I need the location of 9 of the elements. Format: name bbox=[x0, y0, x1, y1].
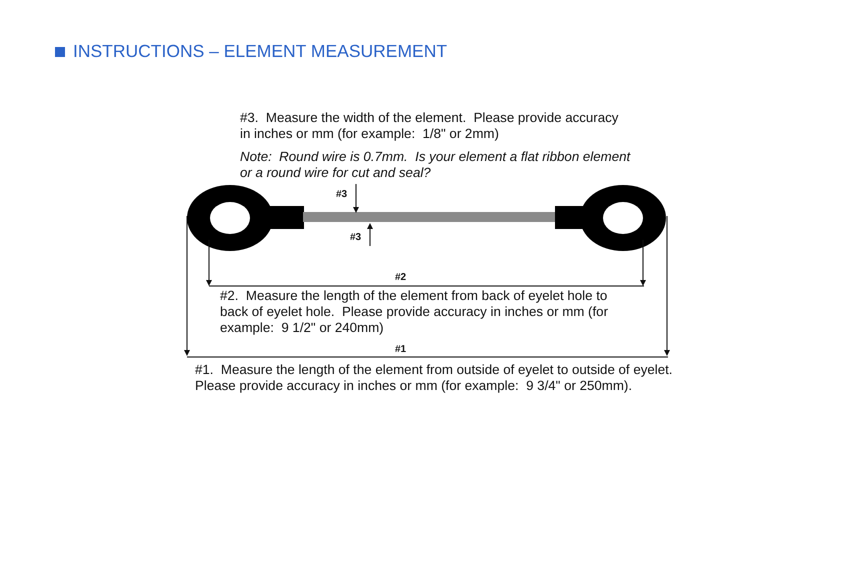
heading: INSTRUCTIONS – ELEMENT MEASUREMENT bbox=[73, 41, 448, 62]
dimension-label: #1 bbox=[395, 344, 406, 356]
dimension-label: #3 bbox=[336, 189, 348, 201]
instruction-text: #1. Measure the length of the element from outside of eyelet to outside of eyelet. Please provide accuracy in inches or mm (for example: 9 3/4" or 250mm). bbox=[195, 362, 674, 394]
instruction-text: #2. Measure the length of the element from back of eyelet hole to back of eyelet hole. Please provide accuracy in inches or mm (for example: 9 1/2" or 240mm) bbox=[220, 288, 610, 336]
dimension-label: #3 bbox=[350, 232, 362, 244]
dimension-label: #2 bbox=[395, 272, 406, 284]
instruction-text: #3. Measure the width of the element. Please provide accuracy in inches or mm (for example: 1/8" or 2mm) bbox=[240, 110, 620, 142]
note-text: Note: Round wire is 0.7mm. Is your element a flat ribbon element or a round wire for cut and seal? bbox=[240, 149, 632, 181]
